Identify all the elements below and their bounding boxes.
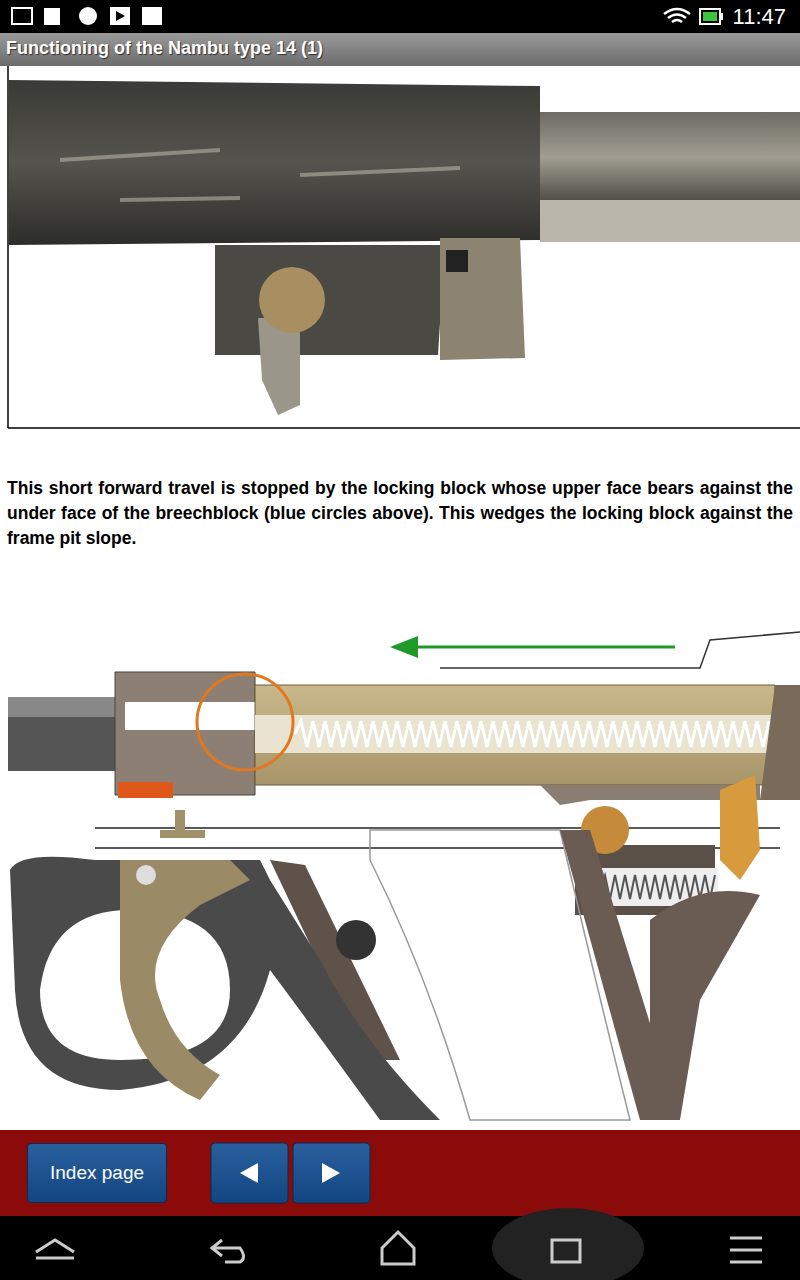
- button-label: Index page: [50, 1162, 144, 1184]
- body-text: This short forward travel is stopped by …: [7, 476, 793, 551]
- status-clock: 11:47: [0, 4, 786, 30]
- screen-title: Functioning of the Nambu type 14 (1): [6, 38, 323, 59]
- nav-button: Index page: [27, 1143, 167, 1203]
